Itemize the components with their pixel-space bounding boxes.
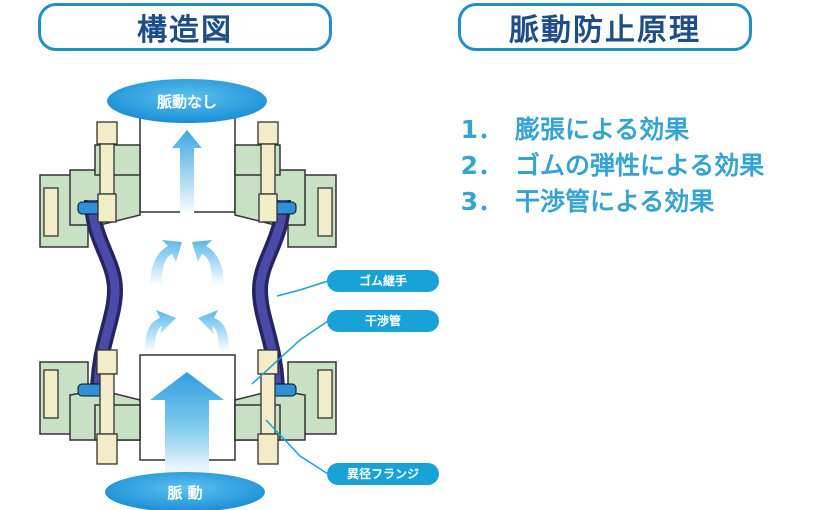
structure-diagram-title: 構造図: [38, 3, 332, 51]
no-pulse-label: 脈動なし: [157, 93, 217, 111]
callout-reducer-flange: 異径フランジ: [327, 463, 439, 485]
flow-arrows: [145, 130, 229, 478]
pulse-label: 脈 動: [167, 484, 202, 502]
principle-title: 脈動防止原理: [458, 3, 752, 51]
upper-bolts: [43, 121, 333, 237]
callout-interference-pipe: 干渉管: [327, 310, 439, 332]
callout-leaders: [251, 280, 329, 475]
principle-item: 1． 膨張による効果: [460, 115, 690, 144]
pulse-bubble: [105, 472, 265, 510]
principle-list: 1． 膨張による効果 2． ゴムの弾性による効果 3． 干渉管による効果: [453, 112, 765, 220]
converging-arrow-right: [192, 240, 224, 285]
lower-bolts: [43, 349, 333, 465]
principle-item: 3． 干渉管による効果: [460, 187, 715, 216]
principle-item: 2． ゴムの弾性による効果: [460, 151, 765, 180]
callout-rubber-joint: ゴム継手: [327, 270, 439, 292]
pulse-inflow-arrow: [150, 372, 224, 478]
diverging-arrow-right: [198, 310, 229, 352]
no-pulse-bubble: [107, 79, 267, 123]
smooth-outflow-arrow: [172, 130, 202, 215]
converging-arrow-left: [150, 240, 182, 285]
diverging-arrow-left: [145, 310, 176, 352]
